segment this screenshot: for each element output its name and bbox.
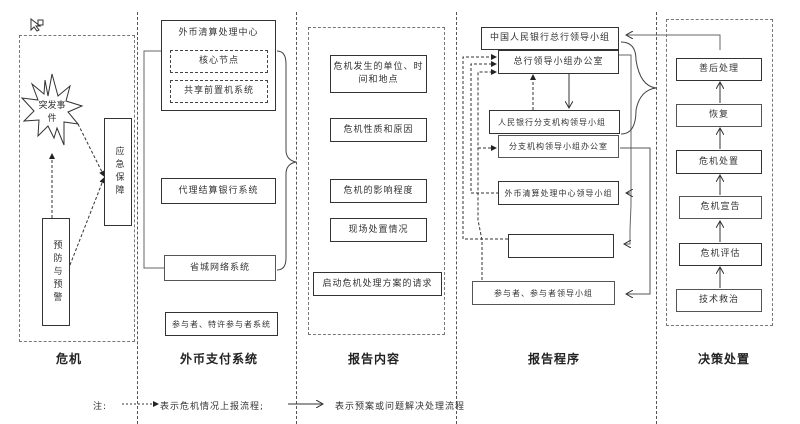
decision-region: [666, 19, 773, 326]
report-procedure-caption: 报告程序: [528, 352, 581, 366]
report-content-caption: 报告内容: [348, 352, 401, 366]
branch-office-box: 分支机构领导小组办公室: [498, 135, 619, 158]
decision-step-recovery: 恢复: [676, 104, 762, 127]
column-separator: [296, 12, 297, 424]
decision-step-aftermath: 善后处理: [676, 58, 762, 81]
agent-bank-box: 代理结算银行系统: [161, 178, 276, 204]
cursor-icon: [30, 17, 44, 32]
column-separator: [656, 12, 657, 424]
blank-box: [508, 234, 614, 258]
emergency-support-box: 应急保障: [104, 118, 132, 226]
legend-prefix: 注:: [93, 402, 108, 412]
participants-group-box: 参与者、参与者领导小组: [472, 281, 615, 305]
legend-solid-text: 表示预案或问题解决处理流程: [335, 402, 466, 412]
burst-star-shape: [20, 73, 84, 146]
decision-step-rescue: 技术救治: [676, 289, 762, 312]
core-node-box: 核心节点: [170, 50, 268, 73]
shared-frontend-box: 共享前置机系统: [170, 80, 268, 103]
legend-dashed-text: 表示危机情况上报流程;: [160, 402, 265, 412]
burst-event-label: 突发事件: [38, 101, 66, 124]
branch-group-box: 人民银行分支机构领导小组: [489, 110, 620, 134]
prevention-warning-box: 预防与预警: [42, 218, 70, 326]
pbc-hq-group-box: 中国人民银行总行领导小组: [481, 27, 619, 50]
provincial-network-box: 省城网络系统: [164, 255, 276, 281]
hq-office-box: 总行领导小组办公室: [498, 50, 619, 74]
report-item-impact: 危机的影响程度: [330, 179, 427, 203]
report-content-region: [308, 27, 445, 335]
decision-caption: 决策处置: [698, 352, 751, 366]
crisis-caption: 危机: [56, 352, 83, 366]
clearing-center-group-box: 外币清算处理中心领导小组: [498, 181, 619, 205]
report-item-location: 危机发生的单位、时间和地点: [330, 55, 427, 93]
participants-system-box: 参与者、特许参与者系统: [165, 312, 278, 336]
decision-step-assessment: 危机评估: [679, 243, 762, 266]
report-item-onsite: 现场处置情况: [330, 218, 427, 242]
crisis-region: [19, 35, 135, 342]
decision-step-handling: 危机处置: [676, 150, 762, 174]
column-separator: [137, 12, 138, 424]
column-separator: [456, 12, 457, 424]
decision-step-declaration: 危机宣告: [679, 196, 762, 219]
report-item-request: 启动危机处理方案的请求: [313, 272, 442, 296]
report-item-nature: 危机性质和原因: [330, 118, 427, 142]
payment-system-caption: 外币支付系统: [180, 352, 259, 366]
